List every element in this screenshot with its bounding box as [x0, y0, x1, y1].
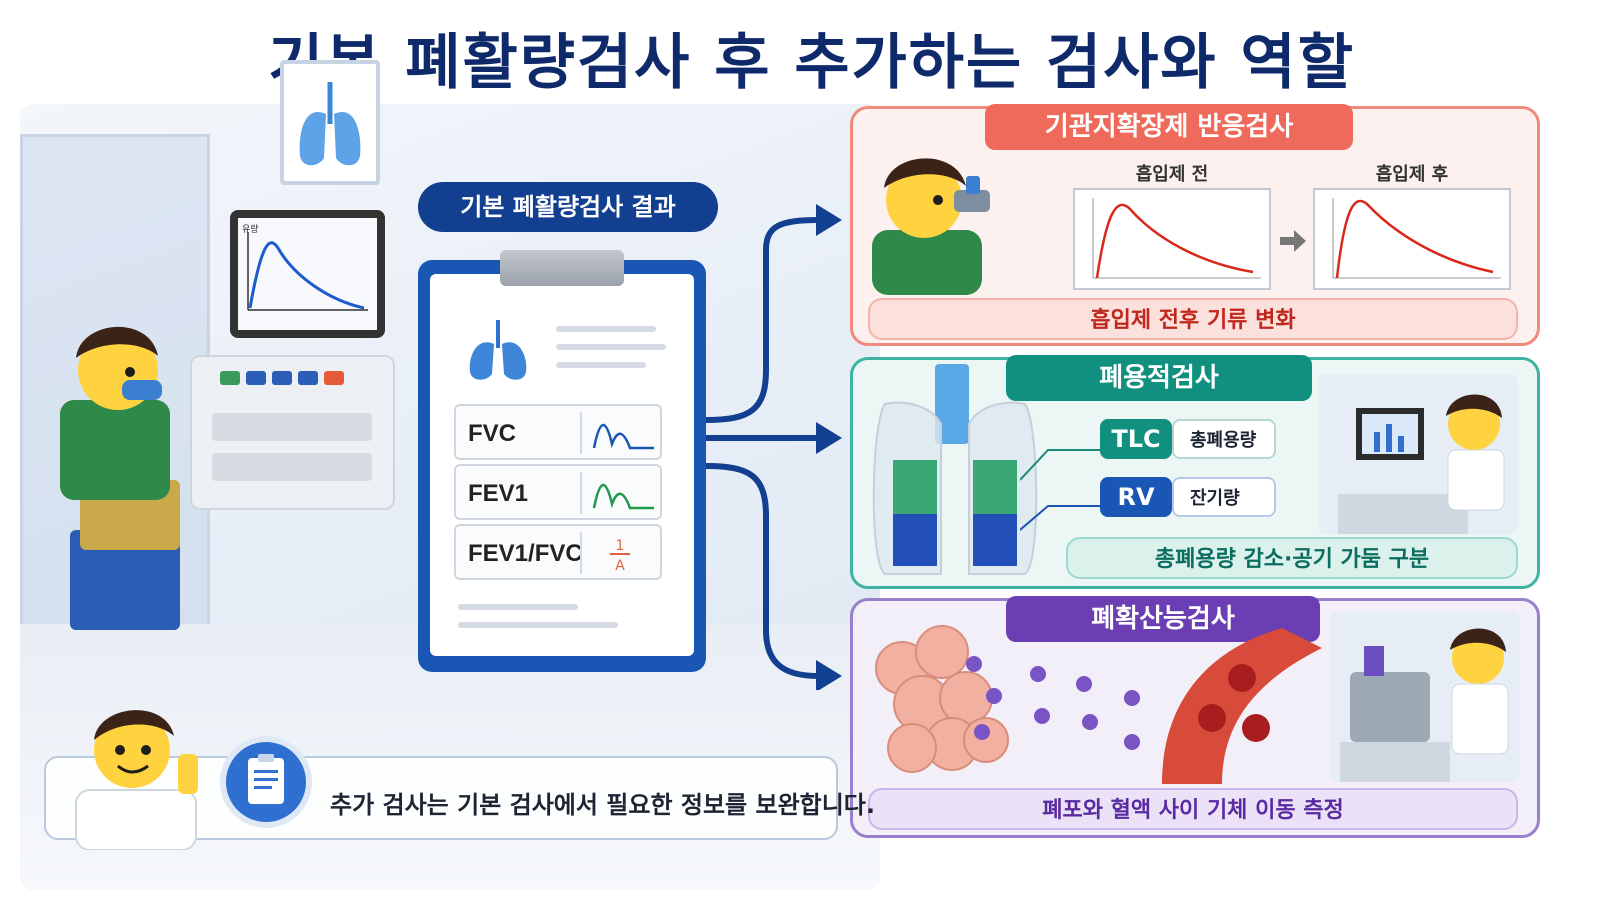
result-paper: FVC FEV1 FEV1/FVC 1 A [430, 274, 694, 656]
tlc-tag: TLC [1100, 419, 1172, 459]
metric-row-ratio: FEV1/FVC 1 A [454, 524, 662, 580]
lung-volume-model [872, 364, 1038, 575]
patient-figure [60, 326, 180, 630]
flow-wave-icon [592, 483, 654, 510]
spirometer-machine [190, 355, 395, 510]
page-title: 기본 폐활량검사 후 추가하는 검사와 역할 [268, 28, 1355, 98]
clipboard-clip [500, 250, 624, 286]
inhaler-icon [954, 176, 990, 212]
metric-label: FVC [468, 420, 516, 447]
lung-poster [280, 60, 380, 185]
arrow-right-icon [816, 422, 842, 454]
basic-result-badge: 기본 폐활량검사 결과 [418, 182, 718, 232]
clipboard-icon-badge [220, 736, 312, 828]
ratio-den: A [615, 558, 625, 574]
metric-label: FEV1/FVC [468, 540, 583, 567]
lab-technician [1330, 612, 1520, 782]
monitor: 유량 [230, 210, 385, 338]
ratio-num: 1 [616, 538, 625, 554]
metric-label: FEV1 [468, 480, 529, 507]
monitor-icon [1356, 408, 1424, 460]
inhaler-figure [872, 158, 990, 295]
connector-lines [1020, 449, 1102, 531]
lungs-icon [299, 82, 361, 166]
bronchodilator-title: 기관지확장제 반응검사 [985, 104, 1353, 150]
arrow-right-icon [816, 204, 842, 236]
clipboard-icon [248, 754, 284, 804]
note-text: 추가 검사는 기본 검사에서 필요한 정보를 보완합니다. [330, 791, 876, 819]
alveoli-blood-diagram [875, 625, 1322, 784]
arrow-right-icon [816, 660, 842, 690]
rv-tag: RV [1100, 477, 1172, 517]
flow-wave-icon [592, 423, 654, 450]
after-label: 흡입제 후 [1375, 164, 1449, 185]
bronchodilator-caption: 흡입제 전후 기류 변화 [868, 298, 1518, 340]
metric-row-fvc: FVC [454, 404, 662, 460]
before-chart [1073, 188, 1271, 290]
ratio-icon: 1 A [610, 538, 630, 574]
tlc-desc: 총폐용량 [1172, 419, 1276, 459]
lung-volume-title: 폐용적검사 [1006, 355, 1312, 401]
lungs-icon [469, 320, 527, 380]
before-label: 흡입제 전 [1135, 164, 1209, 185]
result-clipboard: FVC FEV1 FEV1/FVC 1 A [418, 250, 706, 672]
doctor-figure [75, 710, 198, 850]
diffusion-caption: 폐포와 혈액 사이 기체 이동 측정 [868, 788, 1518, 830]
flow-arrows [705, 204, 842, 690]
spirometry-curve-icon: 유량 [242, 223, 368, 311]
arrow-right-icon [1280, 230, 1306, 252]
monitor-axis-label: 유량 [242, 223, 259, 235]
technician-at-computer [1318, 374, 1518, 534]
lung-volume-caption: 총폐용량 감소·공기 가둠 구분 [1066, 537, 1518, 579]
after-chart [1313, 188, 1511, 290]
metric-row-fev1: FEV1 [454, 464, 662, 520]
rv-desc: 잔기량 [1172, 477, 1276, 517]
